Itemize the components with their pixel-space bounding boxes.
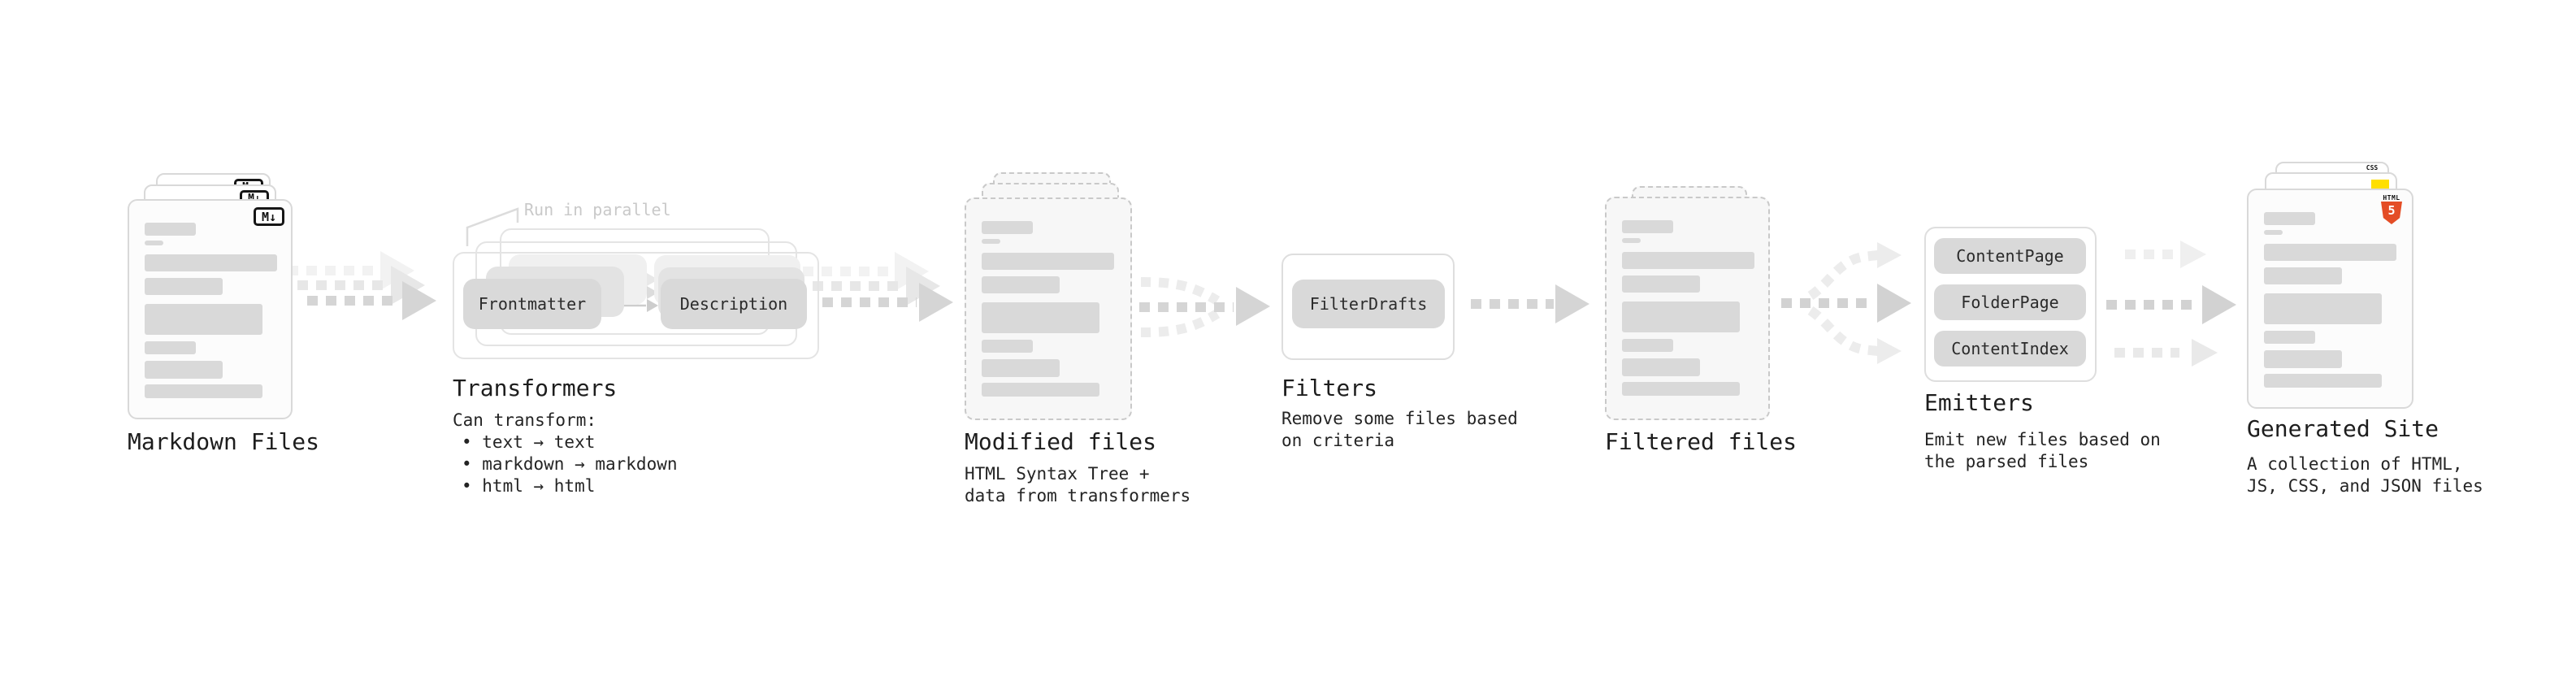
filters-title: Filters (1281, 375, 1378, 401)
filters-description: Remove some files based on criteria (1281, 408, 1518, 452)
transformers-description: Can transform: • text → text • markdown … (453, 410, 678, 497)
text-line-placeholders (2249, 190, 2412, 388)
desc-line: Remove some files based (1281, 409, 1518, 428)
desc-line: data from transformers (965, 486, 1191, 505)
desc-line: Emit new files based on (1924, 430, 2161, 449)
html5-icon-label: HTML (2383, 194, 2400, 202)
desc-line: HTML Syntax Tree + (965, 464, 1150, 484)
generated-site-description: A collection of HTML, JS, CSS, and JSON … (2247, 453, 2483, 497)
text-line-placeholders (966, 199, 1130, 397)
text-line-placeholders (129, 201, 291, 398)
transformers-bullet: • markdown → markdown (462, 454, 678, 474)
transformer-frame-front (453, 252, 819, 359)
js-icon (2371, 180, 2389, 191)
emitters-title: Emitters (1924, 389, 2034, 416)
contentindex-node: ContentIndex (1934, 331, 2086, 367)
arrow-filters-to-filtered (1471, 284, 1589, 323)
transformers-title: Transformers (453, 375, 618, 401)
emitters-description: Emit new files based on the parsed files (1924, 429, 2161, 473)
transformers-bullet: • html → html (462, 476, 596, 496)
markdown-files-title: Markdown Files (128, 428, 320, 455)
markdown-icon: M↓ (254, 207, 284, 226)
arrow-filtered-to-emitters (1781, 242, 1911, 364)
frontmatter-node: Frontmatter (463, 279, 601, 329)
filtered-files-title: Filtered files (1605, 428, 1798, 455)
html5-icon: HTML 5 (2381, 194, 2402, 224)
filterdrafts-node: FilterDrafts (1292, 280, 1445, 328)
modified-files-title: Modified files (965, 428, 1157, 455)
description-node: Description (661, 279, 807, 329)
modified-files-description: HTML Syntax Tree + data from transformer… (965, 463, 1190, 507)
folderpage-node: FolderPage (1934, 284, 2086, 320)
generated-site-title: Generated Site (2247, 415, 2439, 442)
desc-line: A collection of HTML, (2247, 454, 2463, 474)
transformers-bullet: • text → text (462, 432, 596, 452)
transformers-desc-heading: Can transform: (453, 410, 597, 430)
filtered-file-card (1605, 197, 1770, 420)
contentpage-node: ContentPage (1934, 238, 2086, 274)
desc-line: the parsed files (1924, 452, 2089, 471)
markdown-file-card: M↓ (128, 199, 293, 419)
run-in-parallel-annotation: Run in parallel (524, 200, 671, 219)
run-in-parallel-callout-line (466, 207, 519, 246)
html5-icon-number: 5 (2387, 203, 2396, 218)
arrow-markdown-to-transformers (288, 251, 436, 320)
emitters-box (1924, 227, 2097, 382)
modified-file-card (965, 197, 1132, 420)
arrow-modified-to-filters (1139, 277, 1270, 337)
text-line-placeholders (1607, 198, 1768, 396)
html5-icon-shield: 5 (2381, 202, 2402, 224)
arrow-emitters-to-generated (2106, 241, 2236, 367)
css-icon-label: CSS (2366, 164, 2379, 171)
generated-file-card-html: HTML 5 (2247, 189, 2413, 409)
arrow-transformers-to-modified (803, 252, 953, 322)
desc-line: JS, CSS, and JSON files (2247, 476, 2483, 496)
filters-box (1281, 254, 1455, 360)
desc-line: on criteria (1281, 431, 1395, 450)
